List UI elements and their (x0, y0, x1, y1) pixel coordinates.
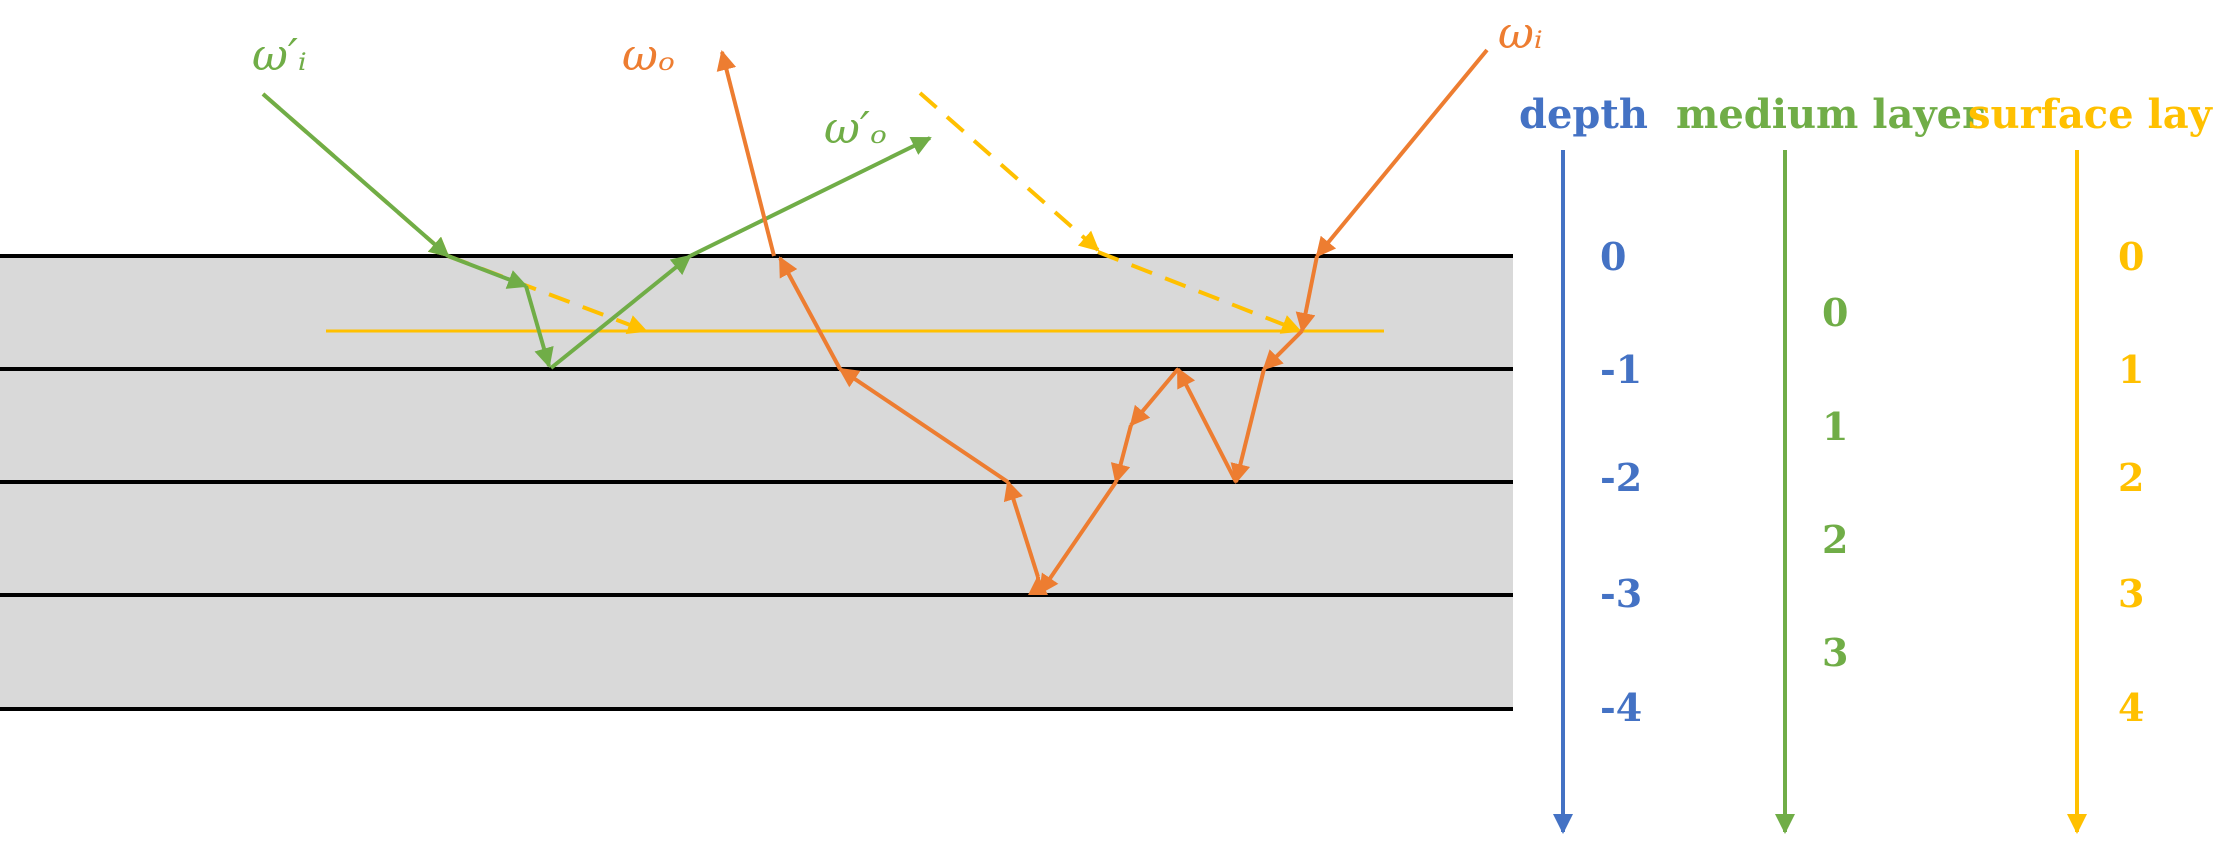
orange-ray-path (716, 48, 1489, 595)
orange-ray-seg-7 (1110, 424, 1133, 484)
orange-ray-seg-4 (1230, 368, 1266, 484)
medium-ray-seg-5 (689, 136, 932, 258)
omega-i-prime-label: ω′ᵢ (252, 30, 307, 81)
depth-tick-0: 0 (1600, 234, 1626, 279)
omega-i-label: ωᵢ (1498, 8, 1543, 59)
orange-ray-seg-10 (1003, 480, 1040, 578)
medium-ray-path (261, 92, 932, 370)
orange-ray-seg-13 (716, 50, 776, 257)
orange-ray-seg-1 (1315, 48, 1489, 258)
surface-ray-right-seg-2 (1097, 250, 1302, 334)
depth-tick-3: -3 (1600, 571, 1642, 616)
omega-o-label: ωₒ (622, 30, 675, 81)
surface-tick-1: 1 (2118, 347, 2144, 392)
surface-tick-2: 2 (2118, 455, 2144, 500)
depth-title: depth (1519, 91, 1648, 138)
medium-ray-seg-1 (261, 92, 450, 258)
surface-tick-0: 0 (2118, 234, 2144, 279)
surface-tick-3: 3 (2118, 571, 2144, 616)
orange-ray-seg-8 (1038, 480, 1118, 595)
medium-ray-seg-4 (549, 254, 692, 370)
orange-ray-seg-3 (1262, 329, 1304, 371)
surface-ray-right (918, 91, 1302, 334)
medium-layer-title: medium layer (1676, 91, 1984, 138)
surface-layer-title: surface layer (1968, 91, 2213, 138)
depth-tick-1: -1 (1600, 347, 1642, 392)
orange-ray-seg-2 (1295, 255, 1319, 333)
medium-ray-seg-3 (524, 285, 554, 368)
medium-tick-3: 3 (1822, 630, 1848, 675)
medium-ray-seg-2 (447, 254, 528, 289)
medium-tick-2: 2 (1822, 517, 1848, 562)
layer-boundaries (0, 254, 1513, 711)
depth-tick-4: -4 (1600, 685, 1642, 730)
omega-o-prime-label: ω′ₒ (824, 103, 887, 154)
medium-tick-1: 1 (1822, 404, 1848, 449)
orange-ray-seg-11 (838, 367, 1010, 484)
depth-tick-2: -2 (1600, 455, 1642, 500)
medium-tick-0: 0 (1822, 290, 1848, 335)
orange-ray-seg-12 (778, 256, 842, 370)
surface-ray-right-seg-1 (918, 91, 1100, 252)
orange-ray-seg-5 (1176, 367, 1238, 483)
surface-tick-4: 4 (2118, 685, 2144, 730)
orange-ray-seg-6 (1129, 367, 1180, 427)
